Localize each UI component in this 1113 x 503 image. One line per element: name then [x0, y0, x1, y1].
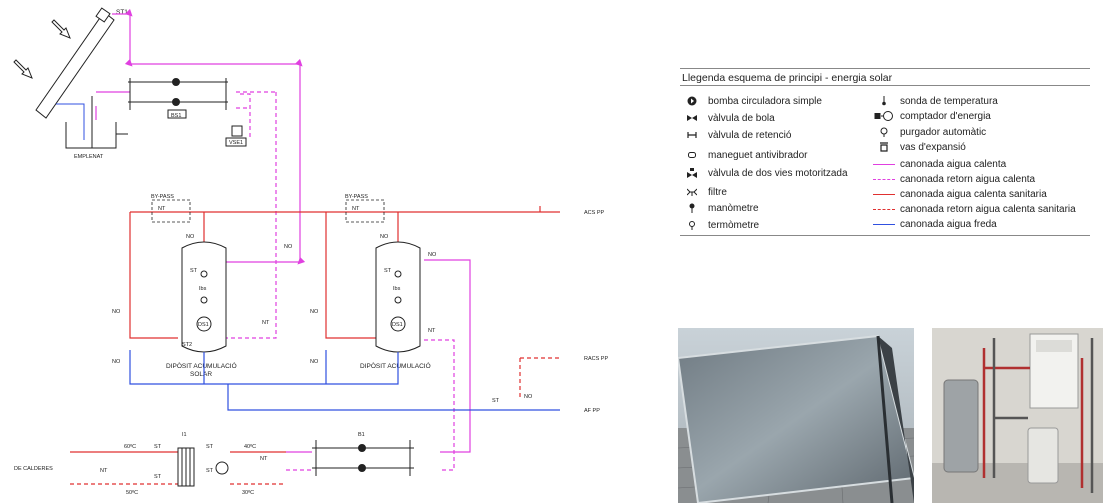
legend-item-dhw-return-pipe: canonada retorn aigua calenta sanitaria — [872, 202, 1076, 216]
boiler-room-photo — [932, 328, 1103, 503]
solar-schematic-diagram: ST1 EMPLENAT BS1 VSE1 — [13, 7, 608, 496]
hot-water-pipes — [95, 8, 471, 471]
no-label-5: NO — [284, 244, 293, 250]
de-calderes-label: DE CALDERES — [14, 466, 53, 472]
pump-group-bs1 — [128, 78, 228, 119]
nt-bottom-1: NT — [100, 468, 108, 474]
legend-title: Llegenda esquema de principi - energia s… — [682, 72, 893, 84]
temperature-probe-icon — [872, 94, 896, 108]
legend-item-manometer: manòmetre — [680, 201, 759, 215]
no-label-3: NO — [310, 309, 319, 315]
no-label-6: NO — [428, 252, 437, 258]
no-af-label: NO — [524, 394, 533, 400]
solar-storage-tank — [181, 241, 227, 353]
vse1-label: VSE1 — [229, 140, 243, 146]
t50-label: 50ºC — [126, 489, 138, 496]
deposit-solar-label-2: SOLAR — [190, 371, 212, 378]
no-label-7: NO — [186, 234, 195, 240]
legend-item-energy-meter: comptador d'energia — [872, 109, 991, 123]
expansion-vessel — [225, 125, 247, 147]
air-vent-icon — [872, 125, 896, 139]
bs1-label: BS1 — [171, 113, 181, 119]
legend-item-thermometer: termòmetre — [680, 218, 759, 232]
legend-item-expansion-vessel: vas d'expansió — [872, 140, 966, 154]
hot-water-line-icon — [872, 157, 896, 171]
af-pp-label: AF PP — [584, 408, 600, 414]
filling-tank — [56, 96, 128, 149]
deposit-solar-label-1: DIPÒSIT ACUMULACIÓ — [166, 361, 237, 370]
t60-label: 60ºC — [124, 443, 136, 450]
legend-item-anti-vibration: maneguet antivibrador — [680, 148, 808, 162]
bypass-2-label: BY-PASS — [345, 194, 368, 200]
bypass-boxes — [151, 199, 385, 223]
solar-collector — [35, 7, 115, 119]
racs-pp-label: RACS PP — [584, 356, 608, 362]
legend-item-hot-water-return-pipe: canonada retorn aigua calenta — [872, 172, 1035, 186]
t40-label: 40ºC — [244, 443, 256, 450]
st-label-a: ST — [190, 268, 198, 274]
legend-item-filter: filtre — [680, 185, 727, 199]
ds1-b-label: DS1 — [392, 322, 403, 328]
b1-label: B1 — [358, 432, 365, 438]
no-label-4: NO — [310, 359, 319, 365]
nt-bottom-2: NT — [260, 456, 268, 462]
hot-water-return-line-icon — [872, 172, 896, 186]
t30-label: 30ºC — [242, 489, 254, 496]
acs-pp-label: ACS PP — [584, 210, 605, 216]
st-af-label: ST — [492, 398, 500, 404]
sun-radiation-icon — [13, 19, 71, 79]
ibs-a-label: Ibs — [199, 286, 207, 292]
nt-bypass-1-label: NT — [158, 206, 166, 212]
heat-exchanger-i1 — [177, 447, 229, 487]
dhw-line-icon — [872, 187, 896, 201]
cold-water-line-icon — [872, 217, 896, 231]
ball-valve-icon — [680, 111, 704, 125]
motorized-valve-icon — [680, 166, 704, 180]
legend-item-air-vent: purgador automàtic — [872, 125, 986, 139]
legend: Llegenda esquema de principi - energia s… — [680, 68, 1090, 238]
manometer-icon — [680, 201, 704, 215]
st-bottom-1: ST — [154, 444, 162, 450]
anti-vibration-sleeve-icon — [680, 148, 704, 162]
st2-label: ST2 — [182, 342, 192, 348]
legend-item-check-valve: vàlvula de retenció — [680, 128, 791, 142]
deposit-acum-label: DIPÒSIT ACUMULACIÓ — [360, 361, 431, 370]
solar-collector-photo — [678, 328, 914, 503]
i1-label: I1 — [182, 432, 187, 438]
pump-icon — [680, 94, 704, 108]
nt-bypass-2-label: NT — [352, 206, 360, 212]
dhw-storage-tank — [375, 241, 421, 353]
legend-item-motorized-valve: vàlvula de dos vies motoritzada — [680, 166, 848, 180]
legend-item-dhw-pipe: canonada aigua calenta sanitaria — [872, 187, 1047, 201]
st-bottom-4: ST — [206, 468, 214, 474]
st-bottom-3: ST — [206, 444, 214, 450]
legend-item-pump: bomba circuladora simple — [680, 94, 822, 108]
nt-label-1: NT — [262, 320, 270, 326]
legend-item-temperature-probe: sonda de temperatura — [872, 94, 998, 108]
emplenat-label: EMPLENAT — [74, 154, 104, 160]
legend-item-hot-water-pipe: canonada aigua calenta — [872, 157, 1006, 171]
st1-label: ST1 — [116, 9, 128, 16]
ds1-a-label: DS1 — [198, 322, 209, 328]
ibs-b-label: Ibs — [393, 286, 401, 292]
no-label-1: NO — [112, 309, 121, 315]
st-bottom-2: ST — [154, 474, 162, 480]
legend-item-cold-water-pipe: canonada aigua freda — [872, 217, 997, 231]
pump-group-b1 — [312, 440, 414, 476]
dhw-return-line-icon — [872, 202, 896, 216]
no-label-2: NO — [112, 359, 121, 365]
nt-label-2: NT — [428, 328, 436, 334]
st-label-b: ST — [384, 268, 392, 274]
no-label-8: NO — [380, 234, 389, 240]
filter-icon — [680, 185, 704, 199]
energy-meter-icon — [872, 109, 896, 123]
cold-water-pipes — [129, 350, 560, 411]
dhw-pipes — [70, 206, 560, 485]
thermometer-icon — [680, 218, 704, 232]
legend-item-ball-valve: vàlvula de bola — [680, 111, 775, 125]
check-valve-icon — [680, 128, 704, 142]
bypass-1-label: BY-PASS — [151, 194, 174, 200]
expansion-vessel-icon — [872, 140, 896, 154]
